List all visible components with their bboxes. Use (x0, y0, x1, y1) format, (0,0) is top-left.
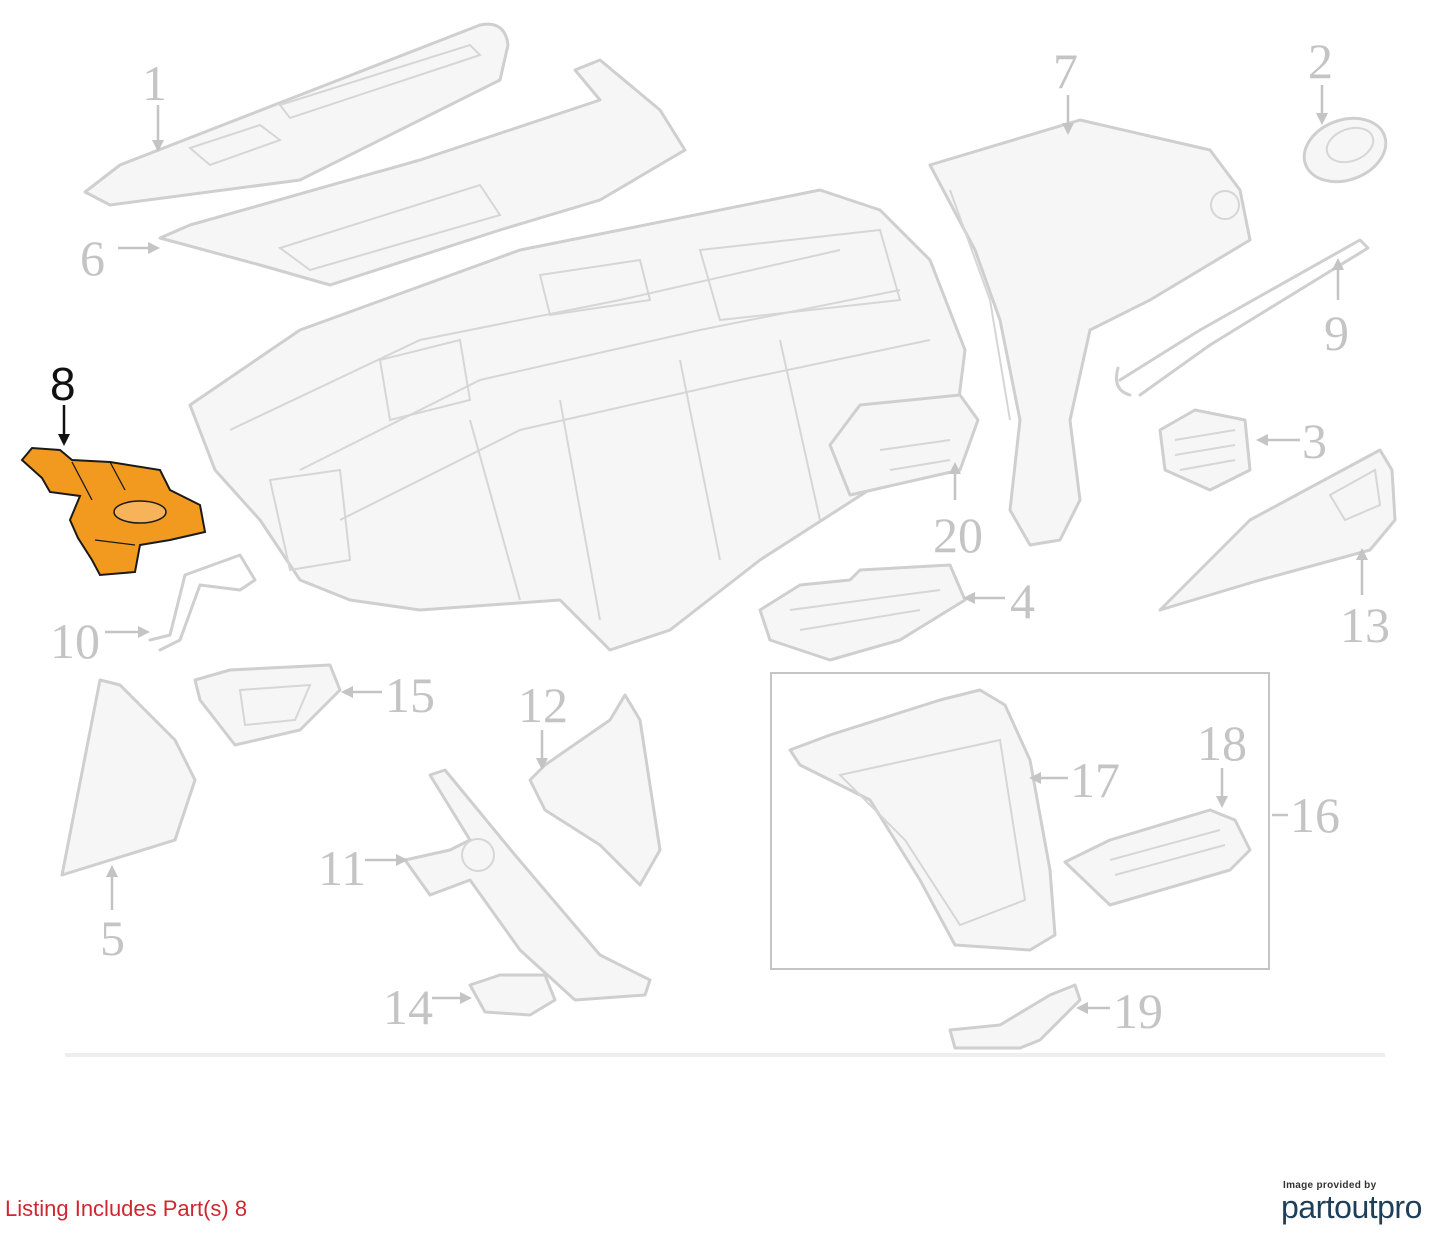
part-10-bracket (148, 553, 257, 652)
part-15-knee-trim (193, 663, 342, 747)
callout-13: 13 (1340, 597, 1390, 653)
callout-9: 9 (1324, 305, 1349, 361)
part-13-end-trim (1158, 448, 1397, 612)
instrument-panel-carrier (188, 188, 967, 652)
part-6-trim-panel (158, 58, 687, 287)
part-12-inner-trim (528, 693, 662, 887)
part-7-side-panel (928, 118, 1252, 547)
part-3-side-vent (1158, 408, 1252, 492)
listing-includes-text: Listing Includes Part(s) 8 (5, 1196, 248, 1221)
part-11-console-trim (403, 768, 652, 1002)
callout-14: 14 (383, 979, 433, 1035)
callout-6: 6 (80, 230, 105, 286)
callout-labels: 1 2 3 4 5 6 7 8 9 10 11 12 13 14 15 16 1… (50, 33, 1390, 1039)
image-credit: Image provided by partoutpro (1281, 1180, 1431, 1223)
callout-11: 11 (318, 840, 366, 896)
partoutpro-logo: partoutpro (1281, 1189, 1422, 1225)
callout-8: 8 (50, 358, 76, 410)
part-20-airbag (828, 393, 980, 497)
part-4-center-duct (758, 563, 967, 662)
parts-diagram: 1 2 3 4 5 6 7 8 9 10 11 12 13 14 15 16 1… (20, 22, 1397, 1057)
callout-17: 17 (1070, 752, 1120, 808)
part-18-lower-vent (1063, 808, 1252, 907)
part-8-highlighted (20, 446, 207, 577)
part-2-round-vent (1302, 116, 1388, 184)
callout-2: 2 (1308, 33, 1333, 89)
callout-10: 10 (50, 613, 100, 669)
callout-15: 15 (385, 667, 435, 723)
credit-caption: Image provided by (1283, 1180, 1377, 1191)
callout-arrows (58, 85, 1368, 1014)
callout-12: 12 (518, 677, 568, 733)
callout-19: 19 (1113, 983, 1163, 1039)
callout-5: 5 (100, 910, 125, 966)
part-17-center-bezel (788, 688, 1057, 952)
callout-20: 20 (933, 507, 983, 563)
callout-4: 4 (1010, 573, 1035, 629)
callout-1: 1 (142, 55, 167, 111)
part-9-trim-strip (1115, 238, 1370, 397)
part-5-end-cap (60, 678, 197, 877)
callout-18: 18 (1197, 715, 1247, 771)
part-19-lower-strip (948, 983, 1082, 1050)
callout-3: 3 (1302, 413, 1327, 469)
part-1-upper-pad (83, 22, 510, 207)
part-16-group-box (770, 672, 1270, 970)
callout-16: 16 (1290, 787, 1340, 843)
part-14-trim-piece (468, 973, 557, 1017)
callout-7: 7 (1053, 43, 1078, 99)
